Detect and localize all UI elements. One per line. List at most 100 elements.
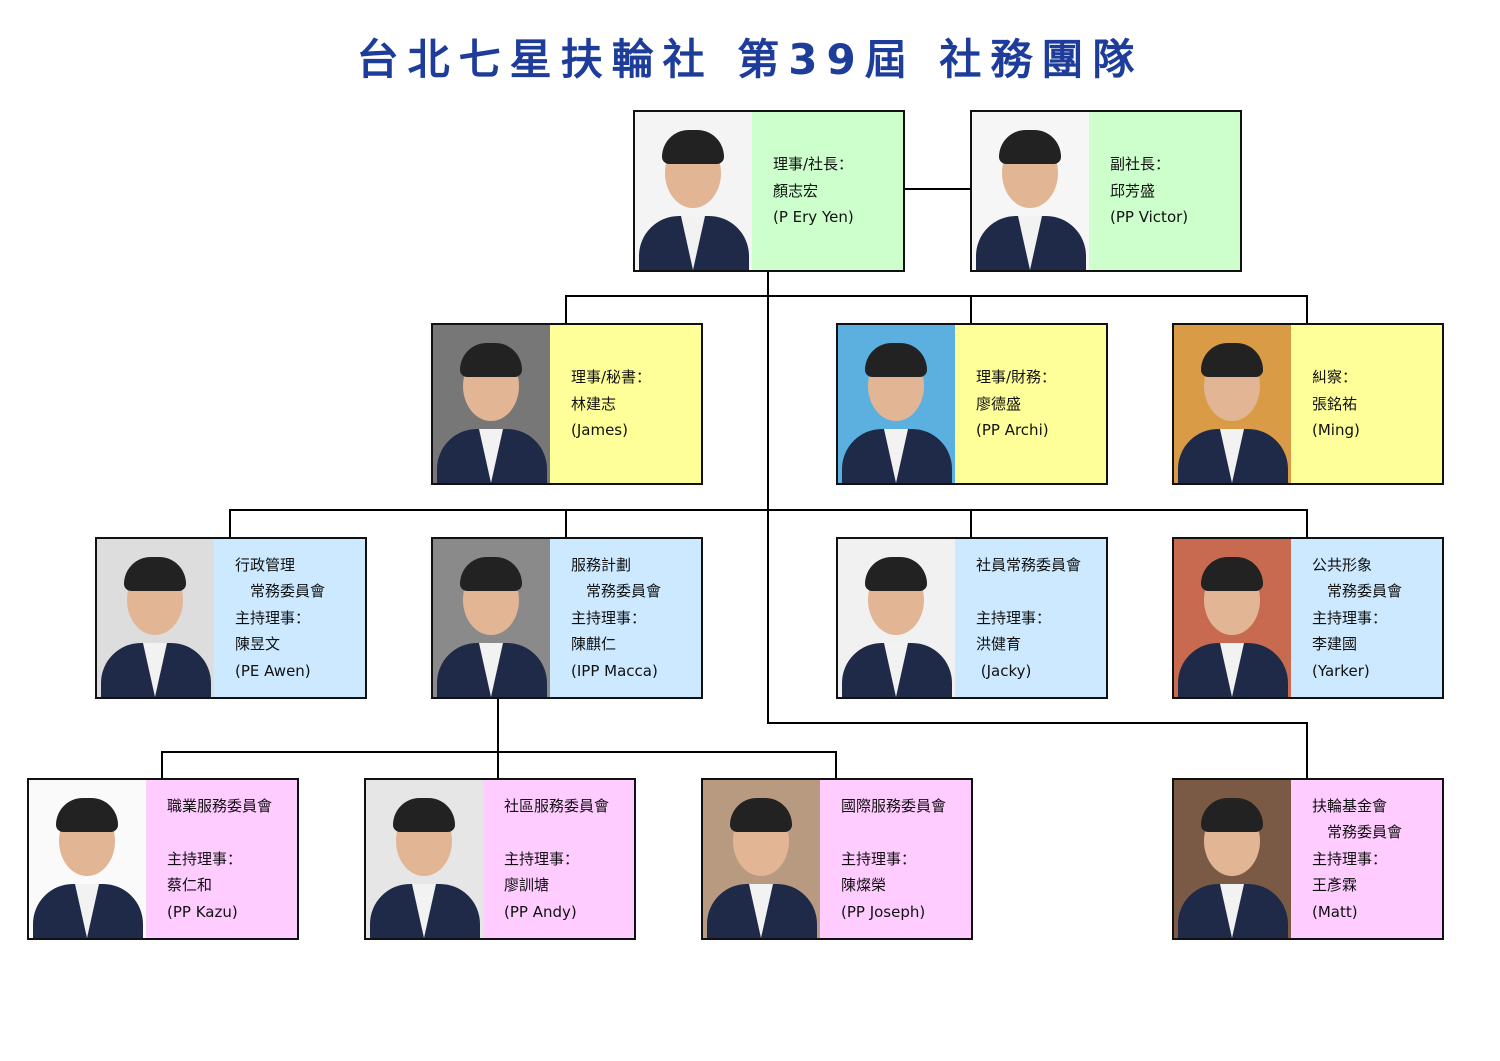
info-line: 主持理事： — [504, 849, 580, 868]
info-line: 李建國 — [1312, 635, 1358, 654]
connector-line — [497, 751, 499, 778]
member-card-sergeant: 糾察：張銘祐(Ming) — [1172, 323, 1444, 485]
connector-line — [161, 751, 163, 778]
info-line: (James) — [571, 421, 628, 440]
info-line: 國際服務委員會 — [841, 796, 947, 815]
info-line: 副社長： — [1110, 155, 1171, 174]
connector-line — [1306, 295, 1308, 323]
member-info: 國際服務委員會主持理事： 陳燦榮 (PP Joseph) — [820, 780, 971, 938]
info-line: 主持理事： — [841, 849, 917, 868]
member-info: 社員常務委員會主持理事： 洪健育 (Jacky) — [955, 539, 1106, 697]
info-line: 陳麒仁 — [571, 635, 617, 654]
info-line — [167, 819, 297, 846]
member-info: 理事/財務：廖德盛(PP Archi) — [955, 325, 1106, 483]
member-card-admin-committee: 行政管理 常務委員會主持理事：陳昱文(PE Awen) — [95, 537, 367, 699]
info-line: 廖德盛 — [976, 394, 1022, 413]
member-info: 糾察：張銘祐(Ming) — [1291, 325, 1442, 483]
info-line: 社員常務委員會 — [976, 555, 1082, 574]
member-info: 服務計劃 常務委員會主持理事： 陳麒仁 (IPP Macca) — [550, 539, 701, 697]
info-line: 主持理事： — [1312, 608, 1388, 627]
info-line: 洪健育 — [976, 635, 1022, 654]
info-line: 主持理事： — [167, 849, 243, 868]
portrait-photo — [366, 780, 483, 938]
info-line: 公共形象 — [1312, 555, 1373, 574]
portrait-photo — [972, 112, 1089, 270]
info-line: (Jacky) — [976, 661, 1032, 680]
connector-line — [566, 295, 1308, 297]
connector-line — [1306, 722, 1308, 778]
portrait-photo — [1174, 539, 1291, 697]
portrait-photo — [433, 539, 550, 697]
info-line: (P Ery Yen) — [773, 208, 854, 227]
member-card-secretary: 理事/秘書： 林建志 (James) — [431, 323, 703, 485]
connector-line — [229, 509, 231, 537]
connector-line — [565, 295, 567, 323]
connector-line — [970, 295, 972, 323]
portrait-photo — [1174, 780, 1291, 938]
info-line: 常務委員會 — [1312, 823, 1403, 842]
connector-line — [1306, 509, 1308, 537]
info-line: (Ming) — [1312, 421, 1360, 440]
member-info: 職業服務委員會主持理事：蔡仁和(PP Kazu) — [146, 780, 297, 938]
info-line: 邱芳盛 — [1110, 181, 1156, 200]
info-line: 主持理事： — [976, 608, 1052, 627]
member-card-treasurer: 理事/財務：廖德盛(PP Archi) — [836, 323, 1108, 485]
connector-line — [497, 697, 499, 778]
info-line — [976, 578, 1106, 605]
portrait-photo — [433, 325, 550, 483]
connector-line — [767, 722, 1308, 724]
info-line: 理事/財務： — [976, 368, 1057, 387]
portrait-photo — [97, 539, 214, 697]
info-line: (PP Victor) — [1110, 208, 1189, 227]
member-card-vice-president: 副社長： 邱芳盛 (PP Victor) — [970, 110, 1242, 272]
member-card-membership-committee: 社員常務委員會主持理事： 洪健育 (Jacky) — [836, 537, 1108, 699]
member-card-vocational-service-committee: 職業服務委員會主持理事：蔡仁和(PP Kazu) — [27, 778, 299, 940]
member-card-foundation-committee: 扶輪基金會 常務委員會主持理事： 王彥霖 (Matt) — [1172, 778, 1444, 940]
portrait-photo — [29, 780, 146, 938]
info-line: (Matt) — [1312, 902, 1358, 921]
portrait-photo — [1174, 325, 1291, 483]
info-line: 主持理事： — [1312, 849, 1388, 868]
info-line: (IPP Macca) — [571, 661, 658, 680]
connector-line — [767, 270, 769, 724]
portrait-photo — [838, 539, 955, 697]
connector-line — [161, 751, 837, 753]
member-info: 扶輪基金會 常務委員會主持理事： 王彥霖 (Matt) — [1291, 780, 1442, 938]
info-line: 社區服務委員會 — [504, 796, 610, 815]
member-info: 理事/秘書： 林建志 (James) — [550, 325, 701, 483]
info-line: (PE Awen) — [235, 661, 311, 680]
member-card-service-projects-committee: 服務計劃 常務委員會主持理事： 陳麒仁 (IPP Macca) — [431, 537, 703, 699]
info-line: 蔡仁和 — [167, 876, 213, 895]
portrait-photo — [635, 112, 752, 270]
info-line: 常務委員會 — [571, 582, 662, 601]
portrait-photo — [703, 780, 820, 938]
member-info: 理事/社長：顏志宏(P Ery Yen) — [752, 112, 903, 270]
member-info: 公共形象 常務委員會主持理事： 李建國 (Yarker) — [1291, 539, 1442, 697]
portrait-photo — [838, 325, 955, 483]
info-line — [504, 819, 634, 846]
member-info: 副社長： 邱芳盛 (PP Victor) — [1089, 112, 1240, 270]
connector-line — [229, 509, 1308, 511]
info-line: 扶輪基金會 — [1312, 796, 1388, 815]
info-line: 常務委員會 — [1312, 582, 1403, 601]
info-line: 主持理事： — [235, 608, 311, 627]
info-line: 林建志 — [571, 394, 617, 413]
info-line: 理事/社長： — [773, 155, 854, 174]
member-card-president: 理事/社長：顏志宏(P Ery Yen) — [633, 110, 905, 272]
connector-line — [903, 188, 970, 190]
info-line: 王彥霖 — [1312, 876, 1358, 895]
info-line: 行政管理 — [235, 555, 296, 574]
info-line: 陳燦榮 — [841, 876, 887, 895]
info-line: (Yarker) — [1312, 661, 1370, 680]
connector-line — [565, 509, 567, 537]
info-line: 服務計劃 — [571, 555, 632, 574]
info-line: 廖訓塘 — [504, 876, 550, 895]
info-line: 糾察： — [1312, 368, 1358, 387]
info-line: 理事/秘書： — [571, 368, 652, 387]
info-line: 常務委員會 — [235, 582, 326, 601]
info-line: (PP Andy) — [504, 902, 577, 921]
info-line: (PP Kazu) — [167, 902, 238, 921]
member-card-international-service-committee: 國際服務委員會主持理事： 陳燦榮 (PP Joseph) — [701, 778, 973, 940]
info-line: 主持理事： — [571, 608, 647, 627]
info-line: (PP Joseph) — [841, 902, 926, 921]
